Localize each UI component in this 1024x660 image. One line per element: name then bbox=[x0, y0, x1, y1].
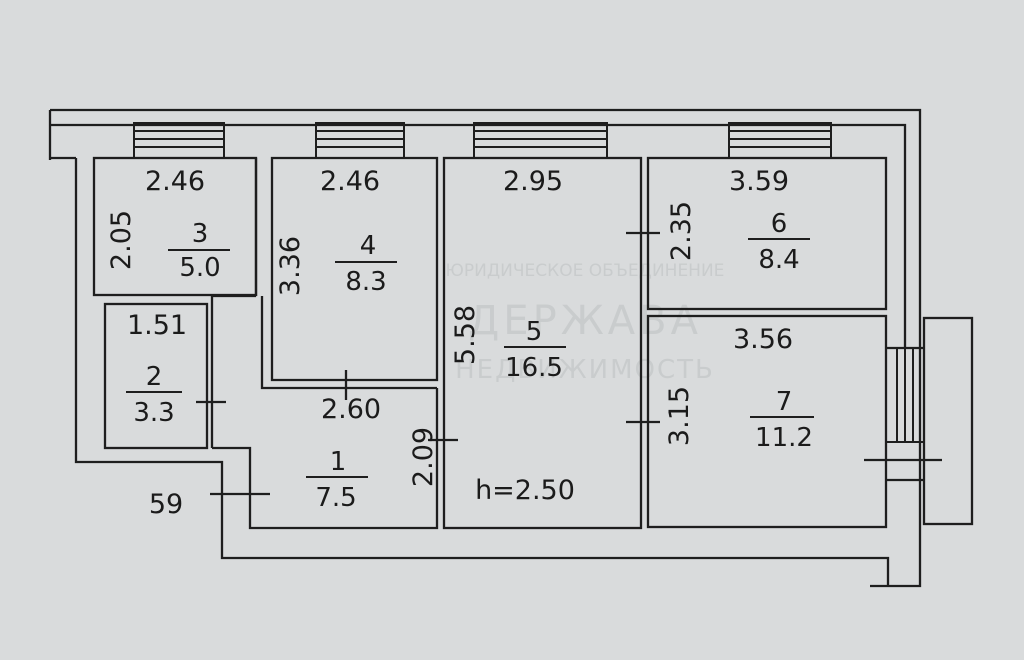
window-right bbox=[885, 347, 925, 443]
room-1-walls bbox=[212, 388, 439, 530]
room-3-width: 2.46 bbox=[145, 166, 205, 197]
room-6-number: 6 bbox=[771, 209, 788, 239]
room-4-area: 8.3 bbox=[345, 267, 386, 297]
window-top-3 bbox=[473, 122, 608, 159]
watermark-line1: ЮРИДИЧЕСКОЕ ОБЪЕДИНЕНИЕ bbox=[446, 261, 725, 281]
room-labels: 2.46 2.05 3 5.0 2.46 3.36 4 8.3 1.51 2 3… bbox=[106, 166, 814, 520]
watermark: ЮРИДИЧЕСКОЕ ОБЪЕДИНЕНИЕ ДЕРЖАВА НЕДВИЖИМ… bbox=[446, 261, 725, 385]
window-top-1 bbox=[133, 122, 225, 159]
room-6-length: 2.35 bbox=[666, 201, 697, 261]
room-1-width: 2.60 bbox=[321, 394, 381, 425]
room-1-area: 7.5 bbox=[315, 483, 356, 513]
ceiling-height: h=2.50 bbox=[475, 475, 575, 506]
watermark-line3: НЕДВИЖИМОСТЬ bbox=[455, 355, 715, 385]
room-5-length: 5.58 bbox=[450, 305, 481, 365]
balcony bbox=[922, 316, 974, 526]
room-3-length: 2.05 bbox=[106, 210, 137, 270]
wall-thickness: 59 bbox=[149, 489, 183, 520]
room-1-number: 1 bbox=[330, 447, 347, 477]
room-7-length: 3.15 bbox=[664, 386, 695, 446]
room-4-width: 2.46 bbox=[320, 166, 380, 197]
room-2-number: 2 bbox=[146, 362, 163, 392]
room-7-number: 7 bbox=[776, 387, 793, 417]
window-top-2 bbox=[315, 122, 405, 159]
room-5-width: 2.95 bbox=[503, 166, 563, 197]
door-marks bbox=[196, 231, 942, 496]
room-7-width: 3.56 bbox=[733, 324, 793, 355]
room-2-width: 1.51 bbox=[127, 310, 187, 341]
room-2-area: 3.3 bbox=[133, 398, 174, 428]
room-4-walls bbox=[210, 156, 439, 448]
watermark-line2: ДЕРЖАВА bbox=[468, 298, 702, 344]
window-top-4 bbox=[728, 122, 832, 159]
room-5-number: 5 bbox=[526, 317, 543, 347]
room-3-number: 3 bbox=[192, 219, 209, 249]
room-3-area: 5.0 bbox=[179, 253, 220, 283]
room-1-length: 2.09 bbox=[408, 427, 439, 487]
room-7-area: 11.2 bbox=[755, 423, 813, 453]
room-5-area: 16.5 bbox=[505, 353, 563, 383]
room-2-walls bbox=[103, 302, 209, 450]
room-4-length: 3.36 bbox=[275, 236, 306, 296]
room-6-width: 3.59 bbox=[729, 166, 789, 197]
windows bbox=[133, 122, 925, 443]
room-4-number: 4 bbox=[360, 231, 377, 261]
room-6-area: 8.4 bbox=[758, 245, 799, 275]
